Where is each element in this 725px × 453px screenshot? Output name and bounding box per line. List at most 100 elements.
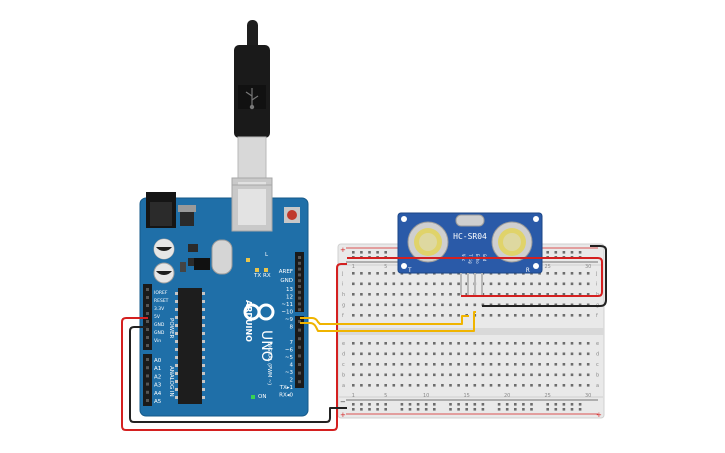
analog-pin-label: A3 — [154, 383, 162, 389]
receiver-transducer — [491, 221, 533, 263]
row-letter: h — [342, 292, 345, 298]
row-letter: i — [342, 282, 343, 288]
digital-label: DIGITAL (PWM ~) — [266, 342, 272, 385]
on-label: ON — [258, 394, 266, 400]
usb-cable-wire — [247, 20, 258, 50]
sensor-pins — [460, 273, 483, 295]
row-letter: a — [342, 383, 345, 389]
digital-pin-label: ~11 — [281, 302, 293, 308]
arduino-model-text: UNO — [258, 330, 274, 362]
wires — [121, 245, 607, 431]
digital-pin-labels: 13 12~11 ~10~9 8 7 ~6~5 4~3 2TX▸1RX◂0 — [279, 287, 294, 399]
rail-plus-label-tl: + — [340, 246, 346, 254]
column-number: 1 — [352, 264, 355, 270]
column-number: 15 — [464, 393, 470, 399]
row-letter: b — [342, 373, 345, 379]
power-pin-label: IOREF — [154, 290, 168, 296]
digital-pin-label: ~9 — [285, 317, 294, 323]
row-letter: g — [342, 303, 345, 309]
row-letter: i — [596, 282, 597, 288]
digital-pin-label: ~6 — [285, 348, 294, 354]
row-letter: d — [596, 352, 599, 358]
sensor-crystal — [455, 214, 485, 227]
rx-label: RX — [263, 273, 271, 279]
digital-pin-label: 7 — [290, 340, 294, 346]
digital-pin-label: 4 — [290, 363, 294, 369]
gnd-label: GND — [280, 278, 293, 284]
rail-minus-label-bl: − — [340, 398, 346, 406]
l-label: L — [265, 252, 269, 258]
usb-symbol-icon — [245, 88, 259, 110]
column-number: 25 — [545, 264, 551, 270]
row-letter: f — [596, 313, 598, 319]
row-letter: d — [342, 352, 345, 358]
wire-trig-yellow — [300, 315, 469, 325]
analog-label: ANALOG IN — [168, 366, 174, 397]
arduino-logo-icon — [243, 303, 275, 321]
sensor-pin-label: Trig — [468, 254, 473, 264]
header-holes — [146, 256, 301, 402]
row-letter: b — [596, 373, 599, 379]
column-number: 10 — [423, 393, 429, 399]
wire-gnd-sensor-black — [482, 245, 607, 307]
column-number: 20 — [504, 393, 510, 399]
digital-pin-label: TX▸1 — [279, 385, 293, 391]
capacitors — [153, 238, 175, 284]
column-number: 30 — [585, 393, 591, 399]
wire-echo-yellow — [300, 311, 476, 332]
power-pin-label: 5V — [154, 314, 161, 320]
power-pin-labels: IOREF RESET 3.3V 5V GND GND Vin — [154, 290, 169, 344]
row-letter: c — [342, 362, 345, 368]
column-number: 5 — [384, 393, 387, 399]
power-pin-label: RESET — [154, 298, 169, 304]
sensor-title: HC-SR04 — [453, 232, 487, 241]
row-letter: e — [342, 341, 345, 347]
row-letter: a — [596, 383, 599, 389]
column-number: 1 — [352, 393, 355, 399]
power-pin-label: 3.3V — [154, 306, 165, 312]
tx-label: TX — [253, 273, 261, 279]
rail-plus-label-br: + — [596, 411, 602, 419]
digital-pin-label: ~3 — [285, 370, 294, 376]
row-letter: j — [595, 271, 597, 277]
digital-pin-label: ~5 — [285, 355, 294, 361]
power-label: POWER — [168, 318, 174, 339]
row-letter: j — [341, 271, 343, 277]
digital-pin-label: 8 — [290, 325, 294, 331]
voltage-regulator — [180, 212, 194, 226]
digital-pin-label: 12 — [286, 295, 293, 301]
column-number: 25 — [545, 393, 551, 399]
wire-gnd-black — [129, 326, 347, 423]
power-pin-label: GND — [154, 322, 165, 328]
sensor-pin-label: Echo — [475, 254, 480, 264]
sensor-r-mark: R — [526, 267, 530, 274]
analog-pin-label: A1 — [154, 366, 161, 372]
rail-plus-label-bl: + — [340, 411, 346, 419]
analog-header — [143, 354, 152, 406]
digital-pin-label: RX◂0 — [279, 393, 293, 399]
analog-pin-label: A5 — [154, 399, 162, 405]
column-number: 30 — [585, 264, 591, 270]
digital-pin-label: ~10 — [281, 310, 293, 316]
arduino-brand-text: ARDUINO — [244, 300, 253, 342]
digital-pin-label: 2 — [290, 378, 294, 384]
row-letter: e — [596, 341, 599, 347]
wire-5v-red — [121, 263, 347, 431]
row-letter: c — [596, 362, 599, 368]
power-pin-label: GND — [154, 330, 165, 336]
row-letter: f — [342, 313, 344, 319]
atmega-chip — [178, 288, 202, 404]
aref-label: AREF — [279, 269, 293, 275]
digital-pin-label: 13 — [286, 287, 293, 293]
crystal-oscillator — [211, 239, 233, 275]
power-pin-label: Vin — [154, 338, 161, 344]
arduino-uno-board: TX RX L ON ARDUINO UNO DIGITAL (PWM ~) P… — [139, 184, 309, 417]
wire-vcc-red — [347, 257, 603, 297]
analog-pin-label: A4 — [154, 391, 162, 397]
atmega-chip-legs — [175, 292, 205, 399]
usb-connector-metal — [237, 136, 267, 180]
transmitter-transducer — [407, 221, 449, 263]
